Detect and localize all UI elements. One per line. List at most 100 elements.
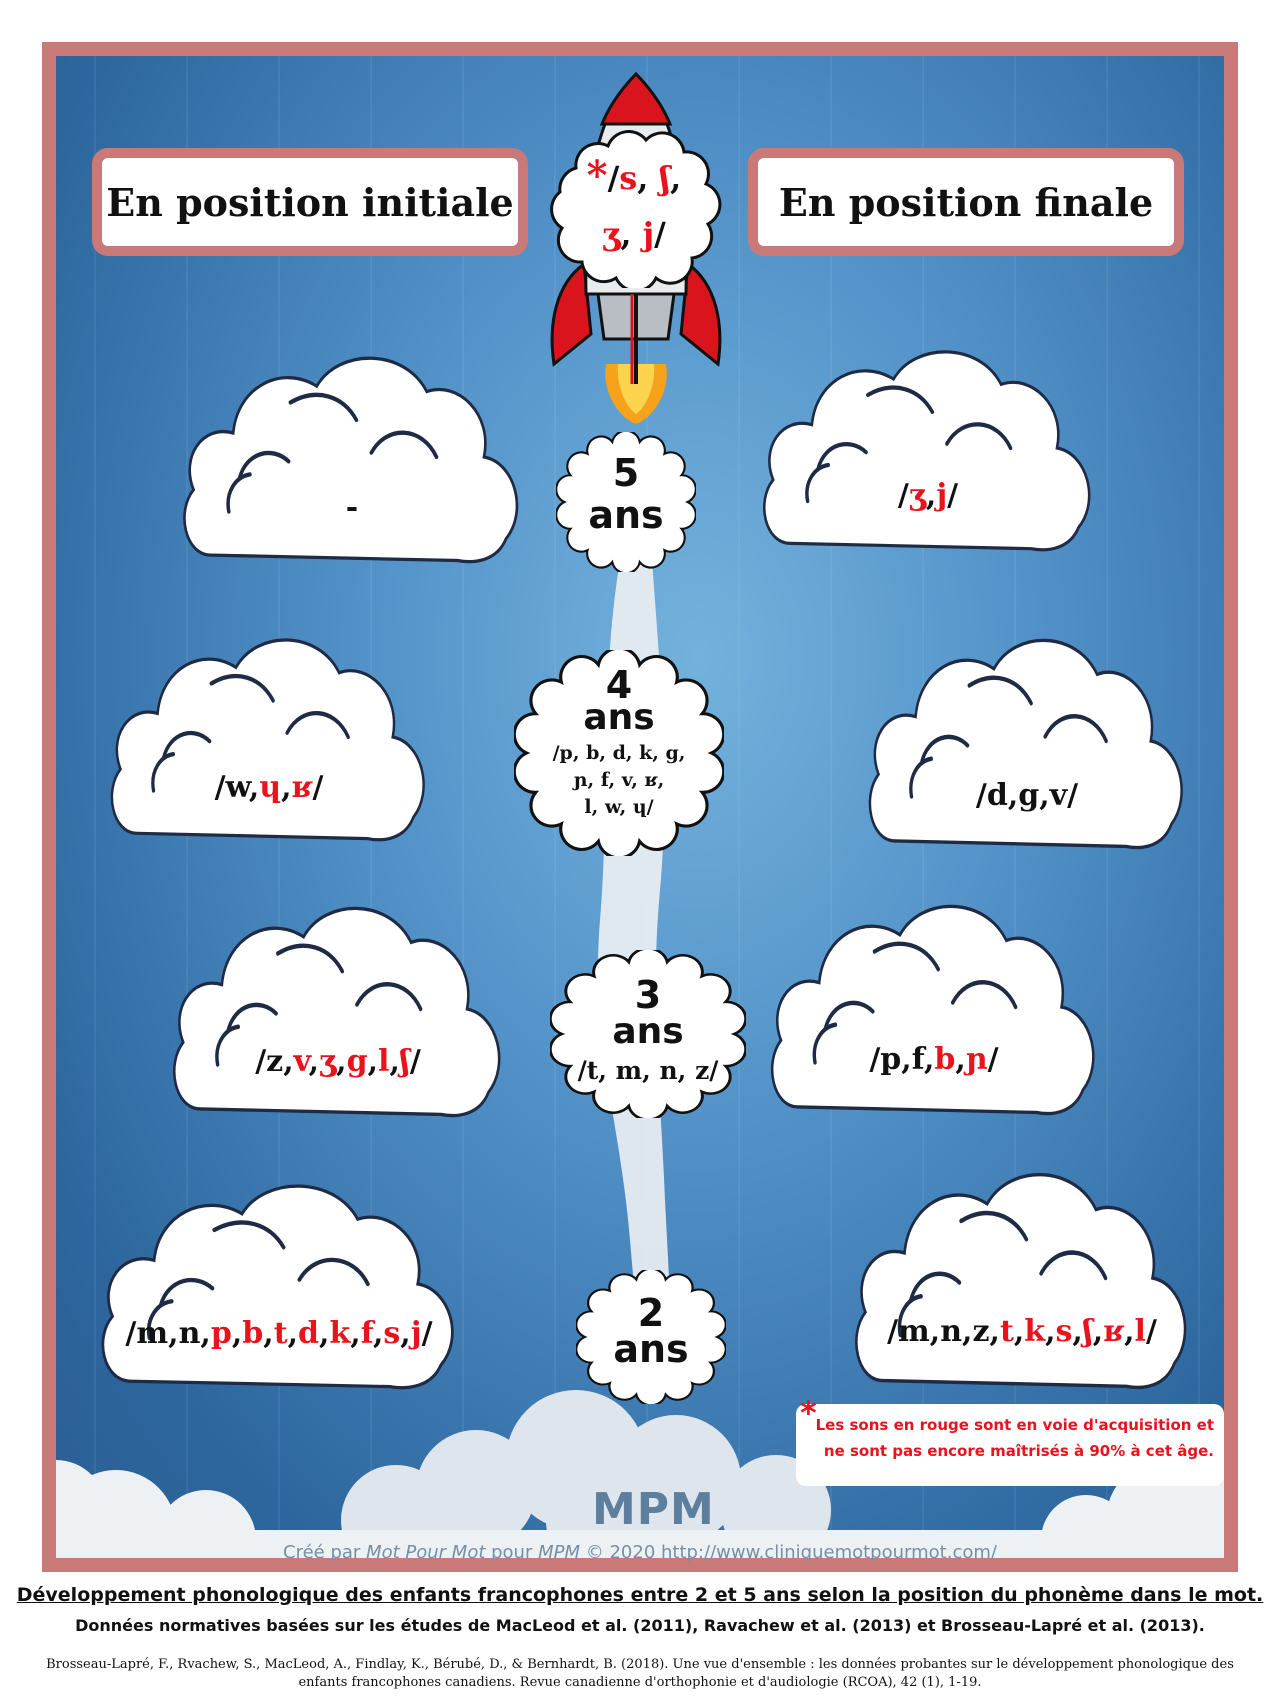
badge-outline	[514, 650, 724, 856]
cloud-arc	[967, 675, 1033, 706]
cloud-arc	[1039, 1250, 1108, 1281]
phoneme-text: ,	[281, 770, 292, 805]
phoneme-acquiring: b	[934, 1042, 956, 1077]
credit-url: © 2020 http://www.cliniquemotpourmot.com…	[580, 1542, 997, 1563]
mastered-sounds: ɲ, f, v, ʁ,	[573, 769, 665, 791]
phoneme-text: ,	[620, 215, 643, 253]
age-unit: ans	[613, 1327, 689, 1371]
credit-line: Créé par Mot Pour Mot pour MPM © 2020 ht…	[260, 1542, 1020, 1563]
cloud-shape	[173, 906, 501, 1118]
phoneme-acquiring: j	[642, 215, 655, 253]
rocket-sounds-badge: */s, ʃ, ʒ, j/	[546, 128, 722, 288]
reference-line1: Brosseau-Lapré, F., Rvachew, S., MacLeod…	[46, 1657, 1234, 1672]
cloud-outline	[101, 1184, 454, 1390]
caption-reference: Brosseau-Lapré, F., Rvachew, S., MacLeod…	[0, 1656, 1280, 1692]
cloud-arc	[226, 1002, 278, 1034]
final-phonemes-0: /ʒ,j/	[756, 478, 1100, 513]
cloud-outline	[855, 1173, 1187, 1390]
reference-line2: enfants francophones canadiens. Revue ca…	[298, 1675, 982, 1690]
cloud-outline	[771, 904, 1095, 1116]
phoneme-text: ,	[1013, 1314, 1025, 1349]
credit-prefix: Créé par	[283, 1542, 367, 1563]
cloud-arc	[909, 756, 933, 799]
phoneme-text: /	[897, 478, 909, 513]
cloud-arc	[355, 982, 423, 1012]
credit-author: Mot Pour Mot	[366, 1542, 486, 1563]
age-unit: ans	[612, 1011, 684, 1052]
phoneme-acquiring: ɥ	[259, 770, 282, 805]
phoneme-text: /	[421, 1316, 433, 1351]
credit-mid: pour	[485, 1542, 539, 1563]
cloud-arc	[276, 943, 345, 974]
cloud-shape	[101, 1184, 454, 1390]
phoneme-acquiring: g	[346, 1044, 368, 1079]
phoneme-acquiring: s	[619, 159, 638, 197]
phoneme-acquiring: ɲ	[965, 1042, 988, 1077]
phoneme-text: ,	[955, 1042, 966, 1077]
phoneme-text: ,	[400, 1316, 411, 1351]
header-final-position: En position finale	[748, 148, 1184, 256]
phoneme-text: ,	[925, 478, 937, 513]
cloud-outline	[173, 906, 501, 1118]
initial-phonemes-3: /m,n,p,b,t,d,k,f,s,j/	[94, 1316, 464, 1351]
phoneme-text: ,	[1124, 1314, 1135, 1349]
phoneme-acquiring: t	[273, 1316, 288, 1351]
badge-scalloped-shape	[556, 432, 696, 572]
phoneme-text: /m,n,	[125, 1316, 211, 1351]
phoneme-text: /	[947, 478, 959, 513]
initial-phonemes-0: -	[176, 490, 528, 525]
phoneme-text: -	[345, 490, 359, 525]
initial-phonemes-1: /w,ɥ,ʁ/	[104, 770, 434, 805]
phoneme-text: ,	[308, 1044, 320, 1079]
phoneme-acquiring: f	[360, 1316, 373, 1351]
phoneme-text: /	[1145, 1314, 1157, 1349]
phoneme-acquiring: ʃ	[1082, 1314, 1093, 1349]
cloud-arc	[146, 1299, 174, 1341]
phoneme-text: ,	[389, 1044, 400, 1079]
cloud-arc	[237, 450, 291, 481]
cloud-arc	[288, 392, 359, 423]
badge-line2: ʒ, j/	[546, 218, 722, 250]
badge-line1-text: /s, ʃ,	[608, 159, 682, 197]
final-phonemes-3: /m,n,z,t,k,s,ʃ,ʁ,l/	[848, 1314, 1196, 1349]
mastered-sounds: /t, m, n, z/	[577, 1056, 719, 1085]
phoneme-text: /	[409, 1044, 421, 1079]
legend-note: * Les sons en rouge sont en voie d'acqui…	[796, 1397, 1224, 1486]
legend-star: *	[800, 1394, 817, 1432]
phoneme-text: ,	[336, 1044, 347, 1079]
cloud-arc	[226, 472, 252, 514]
cloud-arc	[212, 1220, 286, 1250]
phoneme-text: ,	[263, 1316, 274, 1351]
phoneme-text: ,	[670, 159, 682, 197]
header-final-label: En position finale	[778, 179, 1154, 225]
badge-star: *	[586, 152, 608, 199]
cloud-arc	[812, 1022, 838, 1065]
phoneme-text: /m,n,z,	[887, 1314, 1000, 1349]
final-phonemes-1: /d,g,v/	[862, 778, 1192, 813]
cloud-arc	[297, 1257, 370, 1287]
cloud-arc	[951, 980, 1018, 1010]
legend-line2: ne sont pas encore maîtrisés à 90% à cet…	[823, 1442, 1214, 1460]
phoneme-text: ,	[1092, 1314, 1104, 1349]
phoneme-text: ,	[372, 1316, 384, 1351]
phoneme-text: ,	[1045, 1314, 1056, 1349]
cloud-outline	[868, 638, 1183, 850]
phoneme-text: ,	[287, 1316, 299, 1351]
launch-smoke-clouds	[56, 1390, 1224, 1558]
cloud-arc	[158, 1277, 215, 1308]
cloud-outline	[183, 356, 519, 564]
phoneme-acquiring: v	[293, 1044, 309, 1079]
cloud-arc	[285, 711, 350, 740]
badge-scalloped-shape	[514, 650, 724, 856]
final-cloud-0: /ʒ,j/	[756, 342, 1100, 554]
phoneme-text: ,	[319, 1316, 330, 1351]
phoneme-acquiring: j	[410, 1316, 422, 1351]
cloud-arc	[805, 462, 830, 504]
badge-outline	[550, 950, 746, 1118]
phoneme-acquiring: ʁ	[1103, 1314, 1125, 1349]
phoneme-acquiring: ʁ	[291, 770, 313, 805]
cloud-shape	[855, 1173, 1187, 1390]
